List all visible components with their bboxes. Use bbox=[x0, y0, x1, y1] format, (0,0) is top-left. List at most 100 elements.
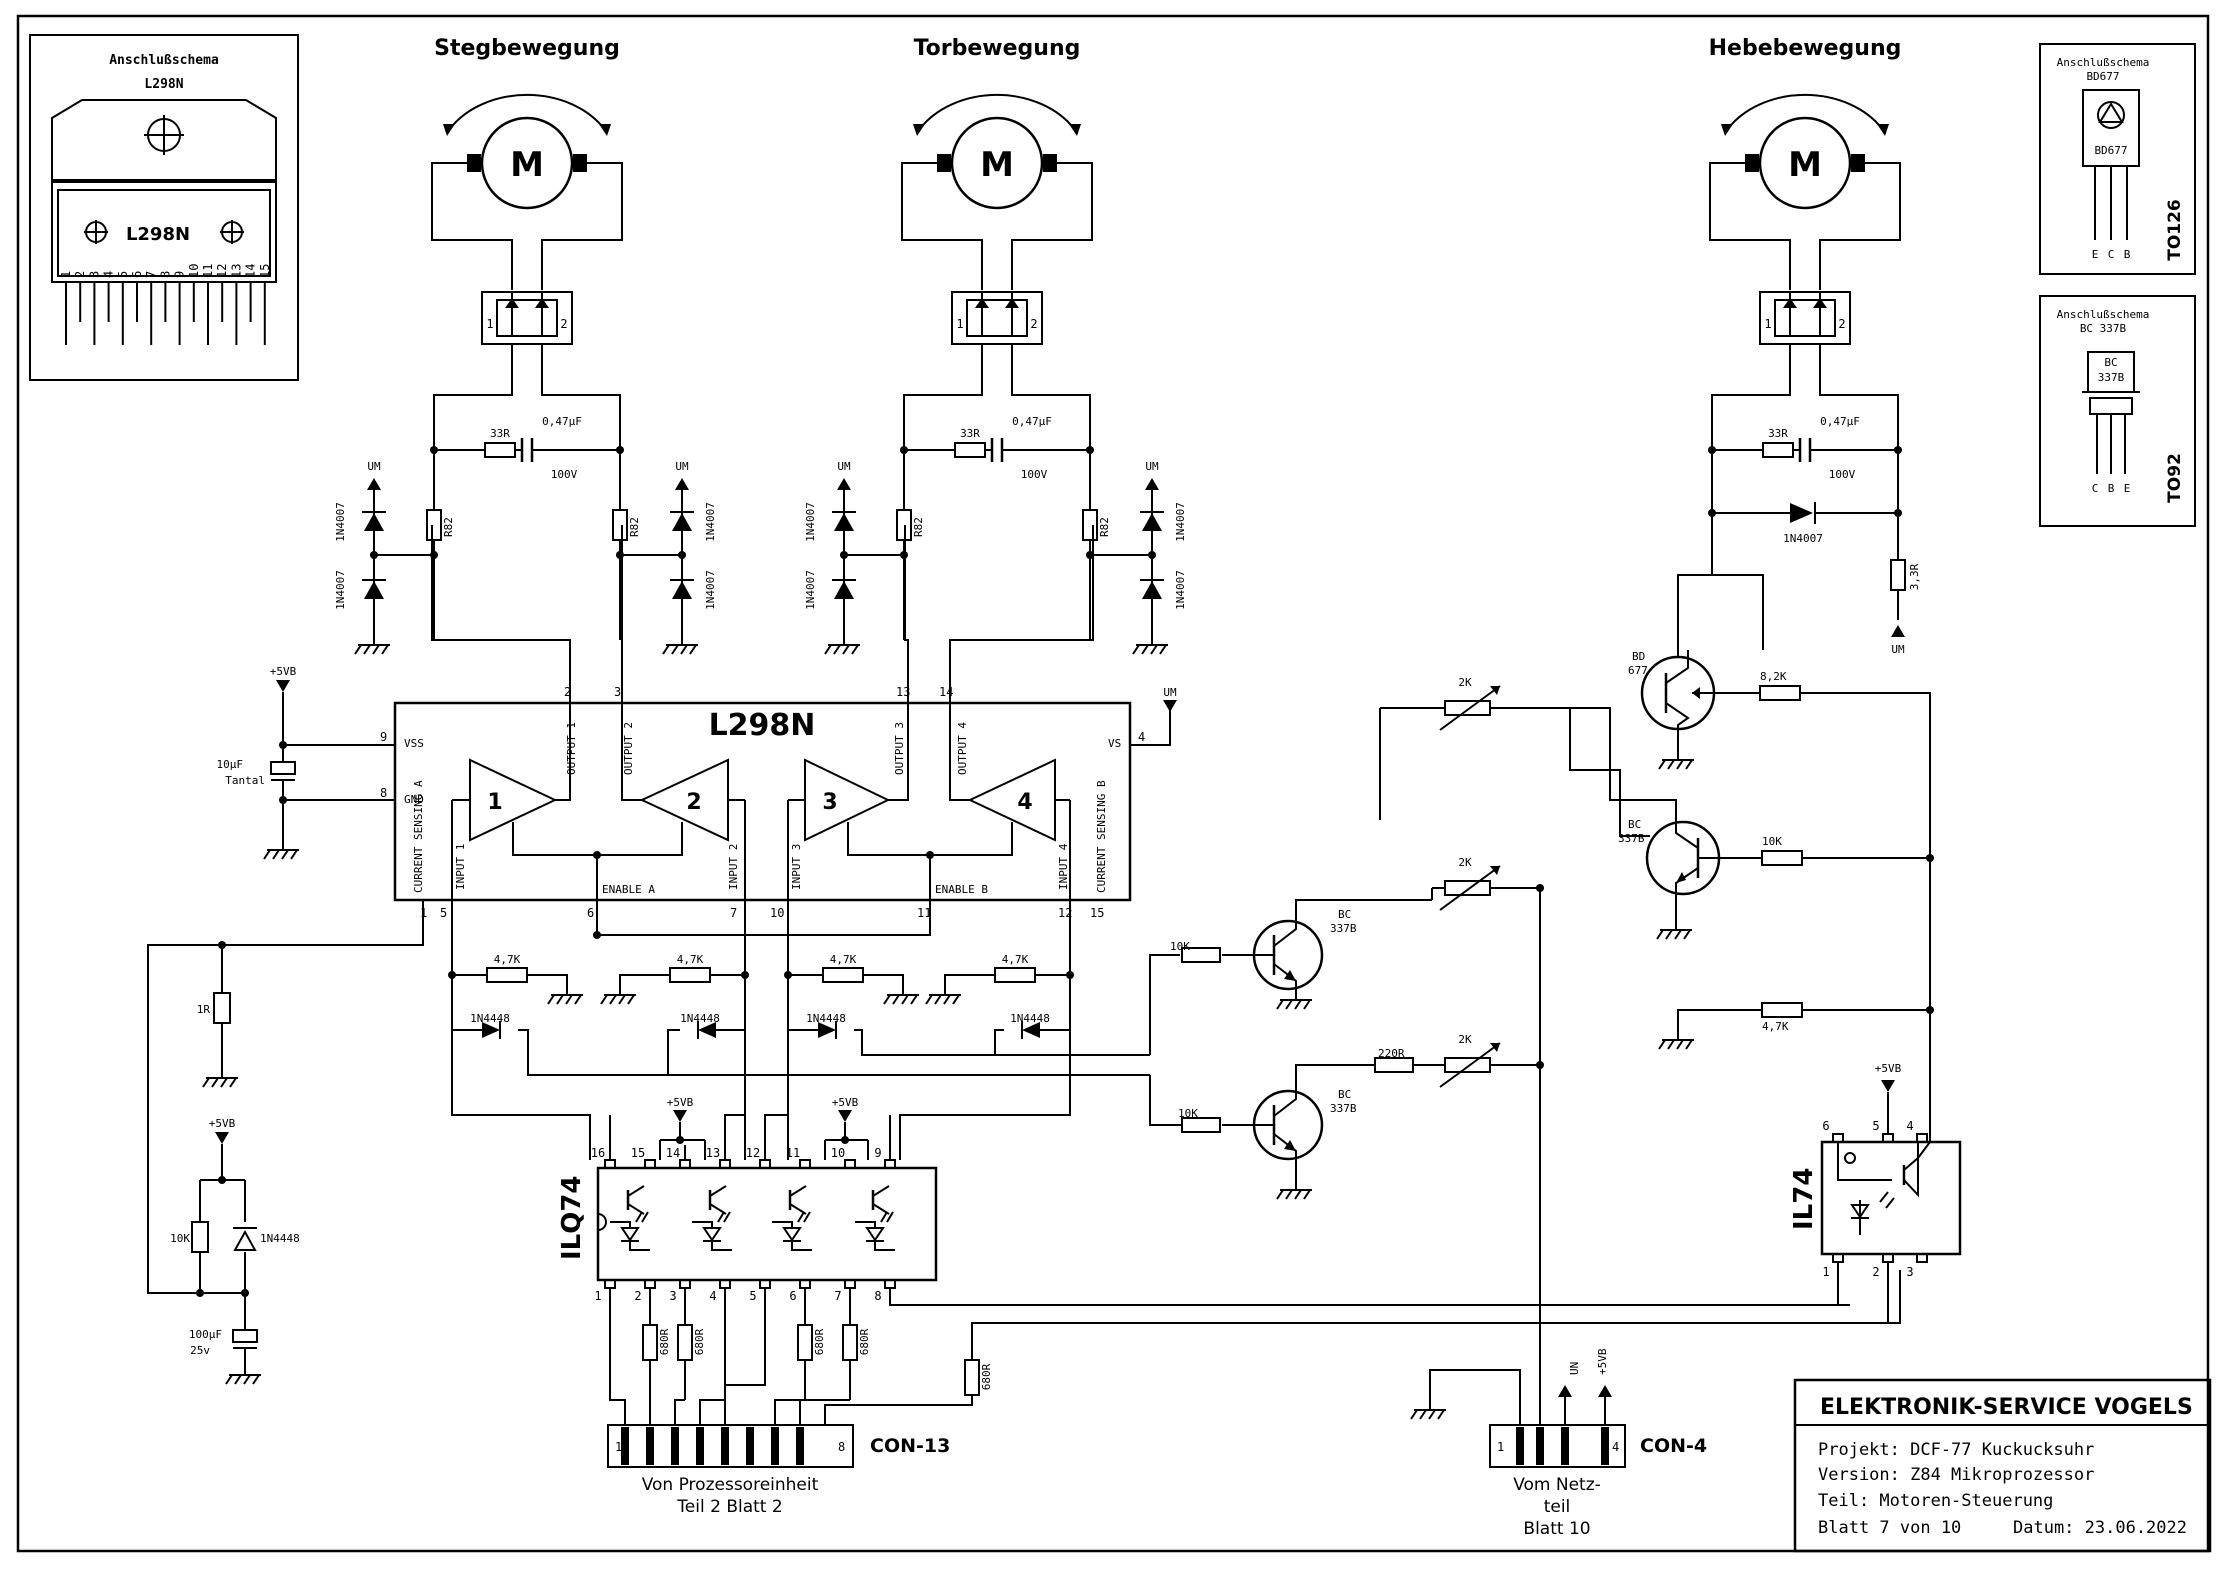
clamp-supply-label: UM bbox=[675, 460, 689, 473]
wire bbox=[855, 1221, 895, 1251]
il74-bottom-pin-number: 2 bbox=[1872, 1265, 1879, 1279]
motor-connector[interactable] bbox=[951, 291, 1043, 345]
pinout-bc337-pin-c: C bbox=[2092, 482, 2099, 495]
pinout-l298-part: L298N bbox=[144, 77, 183, 92]
il74-bottom-pin bbox=[1916, 1253, 1928, 1263]
il74-name: IL74 bbox=[1789, 1168, 1819, 1230]
motor-symbol bbox=[480, 116, 574, 210]
motor-terminal bbox=[1745, 154, 1759, 172]
pinout-bd677-chip: BD677 bbox=[2094, 144, 2127, 157]
con4-pin[interactable] bbox=[1601, 1427, 1609, 1465]
junction-dot bbox=[1536, 1061, 1544, 1069]
motor-symbol bbox=[950, 116, 1044, 210]
ilq74-led-resistor bbox=[797, 1324, 813, 1361]
motor-connector[interactable] bbox=[481, 291, 573, 345]
motor-connector-inner bbox=[1774, 299, 1836, 337]
wire bbox=[1011, 162, 1093, 290]
clamp-diode-value: 1N4007 bbox=[704, 570, 717, 610]
ilq74-top-pin-number: 13 bbox=[706, 1146, 720, 1160]
pot-arrow bbox=[1490, 686, 1500, 695]
ilq74-channel bbox=[610, 1185, 650, 1251]
wire bbox=[981, 292, 1013, 336]
junction-dot bbox=[370, 551, 378, 559]
ground-symbol bbox=[1658, 759, 1694, 770]
wire bbox=[541, 162, 623, 290]
ilq74-top-pin bbox=[844, 1159, 856, 1169]
pinout-l298-pin-number: 12 bbox=[215, 264, 229, 278]
wire bbox=[619, 974, 745, 995]
pin-arrow bbox=[505, 298, 519, 308]
wire bbox=[635, 1211, 649, 1223]
ilq74-top-pin-number: 10 bbox=[831, 1146, 845, 1160]
motor-letter: M bbox=[510, 145, 544, 185]
sense-diode-value: 1N4448 bbox=[260, 1232, 300, 1245]
l298-amp-3-label: 3 bbox=[822, 790, 837, 815]
lift-bd-type: 677 bbox=[1628, 664, 1648, 677]
pin-arrow bbox=[1813, 298, 1827, 308]
sense-supply-label: +5VB bbox=[209, 1117, 236, 1130]
wire bbox=[1819, 162, 1901, 290]
pinout-l298-pin-number: 8 bbox=[158, 271, 172, 278]
ilq74-channel bbox=[692, 1185, 732, 1251]
mid-t2-label: BC bbox=[1338, 1088, 1351, 1101]
ground-symbol bbox=[547, 994, 583, 1005]
l298-output1-label: OUTPUT 1 bbox=[565, 722, 578, 775]
con13-pin[interactable] bbox=[646, 1427, 654, 1465]
ilq74-bottom-pin-number: 8 bbox=[874, 1289, 881, 1303]
con4-pin[interactable] bbox=[1536, 1427, 1544, 1465]
wire bbox=[511, 292, 543, 336]
supply-arrow bbox=[675, 478, 689, 490]
l298-pin-11: 11 bbox=[917, 906, 931, 920]
con13-pin[interactable] bbox=[796, 1427, 804, 1465]
clamp-diode-value: 1N4007 bbox=[1174, 502, 1187, 542]
snubber-cap-value: 0,47µF bbox=[542, 415, 582, 428]
pinout-bd677-pin-e: E bbox=[2092, 248, 2099, 261]
wire bbox=[1879, 1191, 1895, 1209]
title-sheet: Blatt 7 von 10 bbox=[1818, 1518, 1961, 1538]
pinout-bd677-part: BD677 bbox=[2086, 70, 2119, 83]
wire bbox=[724, 1114, 891, 1160]
con13-pin[interactable] bbox=[671, 1427, 679, 1465]
clamp-diode-value: 1N4007 bbox=[334, 570, 347, 610]
pinout-bc337-pin-b: B bbox=[2108, 482, 2115, 495]
ilq74-bottom-pin-number: 6 bbox=[789, 1289, 796, 1303]
con4-pin[interactable] bbox=[1516, 1427, 1524, 1465]
con13-pin[interactable] bbox=[721, 1427, 729, 1465]
ilq74-supply-a: +5VB bbox=[667, 1096, 694, 1109]
ground-symbol bbox=[1658, 1039, 1694, 1050]
con13-pin[interactable] bbox=[696, 1427, 704, 1465]
connector-pin-2: 2 bbox=[1030, 317, 1037, 331]
junction-dot bbox=[1926, 1006, 1934, 1014]
con13-pin[interactable] bbox=[621, 1427, 629, 1465]
junction-dot bbox=[1148, 551, 1156, 559]
wire bbox=[1439, 865, 1501, 911]
l298-pin-13: 13 bbox=[896, 685, 910, 699]
con13-pin[interactable] bbox=[771, 1427, 779, 1465]
con13-caption-2: Teil 2 Blatt 2 bbox=[676, 1497, 782, 1517]
snubber-cap-voltage: 100V bbox=[551, 468, 578, 481]
con4-connector[interactable]: 1 4 CON-4 Vom Netz- teil Blatt 10 UN +5V… bbox=[1489, 1348, 1707, 1539]
pinout-bc337-heading: Anschlußschema bbox=[2057, 308, 2150, 321]
con13-pin[interactable] bbox=[746, 1427, 754, 1465]
l298-pin-10: 10 bbox=[770, 906, 784, 920]
motor-connector-inner bbox=[496, 299, 558, 337]
pinout-bd677-heading: Anschlußschema bbox=[2057, 56, 2150, 69]
tantal-cap-type: Tantal bbox=[225, 774, 265, 787]
wire bbox=[609, 1288, 626, 1425]
pot-value: 2K bbox=[1458, 1033, 1472, 1046]
wire bbox=[1431, 888, 1541, 1425]
wire bbox=[1677, 574, 1712, 657]
mid-t1-label: BC bbox=[1338, 908, 1351, 921]
wire bbox=[1439, 685, 1501, 731]
bulk-cap-value: 100µF bbox=[189, 1328, 222, 1341]
title-version: Version: Z84 Mikroprozessor bbox=[1818, 1465, 2094, 1485]
title-company: ELEKTRONIK-SERVICE VOGELS bbox=[1820, 1395, 2193, 1420]
wire bbox=[1677, 858, 1931, 1142]
con4-pin[interactable] bbox=[1561, 1427, 1569, 1465]
il74-top-pin bbox=[1916, 1133, 1928, 1143]
con13-connector[interactable]: CON-13 1 8 Von Prozessoreinheit Teil 2 B… bbox=[607, 1424, 950, 1517]
motor-connector[interactable] bbox=[1759, 291, 1851, 345]
pinout-bd677-package: TO126 bbox=[2165, 199, 2185, 261]
l298-amp-2 bbox=[639, 758, 729, 842]
ilq74-bottom-pin-number: 3 bbox=[669, 1289, 676, 1303]
